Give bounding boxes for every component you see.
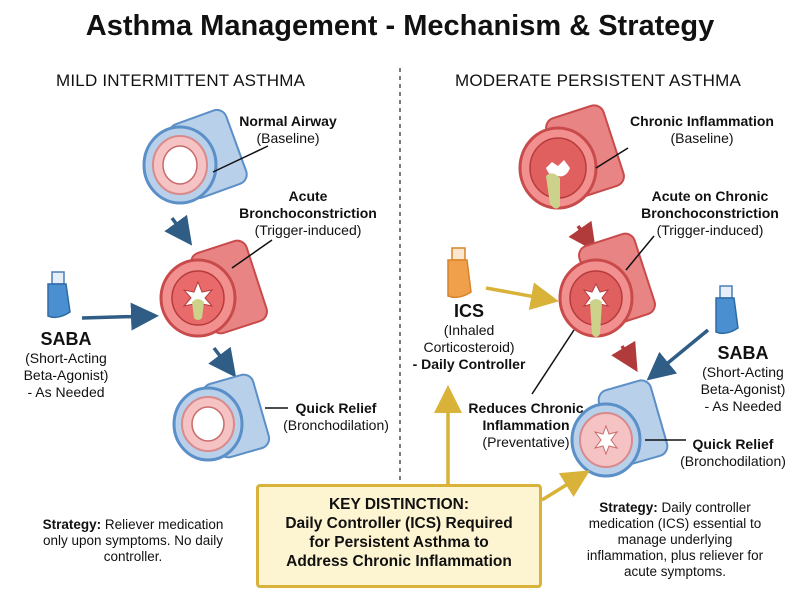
right-strategy-line4: inflammation, plus reliever for <box>586 548 764 563</box>
acute-title-2: Bronchoconstriction <box>239 205 377 221</box>
ics-label: ICS (Inhaled Corticosteroid) - Daily Con… <box>406 300 532 373</box>
left-strategy-line3: controller. <box>103 549 163 564</box>
acute-on-chronic-title-2: Bronchoconstriction <box>641 205 779 221</box>
saba-right-label: SABA (Short-Acting Beta-Agonist) - As Ne… <box>690 342 796 415</box>
right-strategy-bold: Strategy: <box>599 500 658 515</box>
left-strategy-line2: only upon symptoms. No daily <box>42 533 224 548</box>
quick-relief-right-label: Quick Relief (Bronchodilation) <box>672 436 794 470</box>
chronic-label: Chronic Inflammation (Baseline) <box>628 113 776 147</box>
right-strategy: Strategy: Daily controller medication (I… <box>560 500 790 580</box>
left-strategy-line1: Reliever medication <box>101 517 224 532</box>
quick-relief-right-sub: (Bronchodilation) <box>680 453 786 469</box>
left-strategy-bold: Strategy: <box>42 517 102 532</box>
saba-left-line2: Beta-Agonist) <box>23 367 109 383</box>
right-column-heading: MODERATE PERSISTENT ASTHMA <box>455 71 742 90</box>
saba-right-line2: Beta-Agonist) <box>700 381 786 397</box>
reduces-line1: Reduces Chronic <box>468 400 584 416</box>
normal-airway-illustration <box>142 108 248 205</box>
saba-left-line3: - As Needed <box>27 384 105 400</box>
right-strategy-line1: Daily controller <box>657 500 751 515</box>
saba-right-line1: (Short-Acting <box>702 364 784 380</box>
reduces-label: Reduces Chronic Inflammation (Preventati… <box>454 400 598 451</box>
quick-relief-left-label: Quick Relief (Bronchodilation) <box>276 400 396 434</box>
saba-inhaler-left-icon <box>47 271 71 319</box>
acute-label: Acute Bronchoconstriction (Trigger-induc… <box>228 188 388 239</box>
saba-left-label: SABA (Short-Acting Beta-Agonist) - As Ne… <box>18 328 114 401</box>
right-strategy-line5: acute symptoms. <box>623 564 727 579</box>
quick-relief-right-title: Quick Relief <box>692 436 774 452</box>
saba-inhaler-right-icon <box>715 285 739 335</box>
quick-relief-left-title: Quick Relief <box>295 400 377 416</box>
left-column-heading: MILD INTERMITTENT ASTHMA <box>56 71 306 90</box>
acute-bronchoconstriction-illustration <box>159 239 268 338</box>
acute-on-chronic-sub: (Trigger-induced) <box>656 222 764 238</box>
key-line3: for Persistent Asthma to <box>309 534 489 551</box>
quick-relief-left-sub: (Bronchodilation) <box>283 417 389 433</box>
key-line1: KEY DISTINCTION: <box>328 496 470 513</box>
reduces-sub: (Preventative) <box>482 434 570 450</box>
right-strategy-line3: manage underlying <box>617 532 733 547</box>
quick-relief-airway-left-illustration <box>172 373 271 462</box>
chronic-inflammation-illustration <box>518 104 625 210</box>
chronic-title: Chronic Inflammation <box>630 113 774 129</box>
ics-inhaler-icon <box>447 247 472 299</box>
right-strategy-line2: medication (ICS) essential to <box>588 516 762 531</box>
normal-airway-title: Normal Airway <box>239 113 337 129</box>
saba-right-line3: - As Needed <box>704 398 782 414</box>
normal-airway-sub: (Baseline) <box>256 130 320 146</box>
page-title: Asthma Management - Mechanism & Strategy <box>85 10 715 42</box>
saba-left-name: SABA <box>40 329 92 349</box>
saba-left-line1: (Short-Acting <box>25 350 107 366</box>
ics-line2: Corticosteroid) <box>423 339 515 355</box>
ics-name: ICS <box>453 301 484 321</box>
acute-on-chronic-title-1: Acute on Chronic <box>651 188 769 204</box>
acute-on-chronic-label: Acute on Chronic Bronchoconstriction (Tr… <box>628 188 792 239</box>
acute-title-1: Acute <box>288 188 328 204</box>
saba-right-name: SABA <box>717 343 769 363</box>
left-strategy: Strategy: Reliever medication only upon … <box>20 517 246 565</box>
key-line2: Daily Controller (ICS) Required <box>285 515 513 532</box>
normal-airway-label: Normal Airway (Baseline) <box>228 113 348 147</box>
key-distinction-box: KEY DISTINCTION: Daily Controller (ICS) … <box>256 484 542 588</box>
ics-line3: - Daily Controller <box>412 356 526 372</box>
chronic-sub: (Baseline) <box>670 130 734 146</box>
acute-sub: (Trigger-induced) <box>254 222 362 238</box>
acute-on-chronic-illustration <box>558 232 656 338</box>
key-line4: Address Chronic Inflammation <box>286 553 512 570</box>
reduces-line2: Inflammation <box>482 417 570 433</box>
ics-line1: (Inhaled <box>443 322 495 338</box>
quick-relief-airway-right-illustration <box>570 379 669 478</box>
